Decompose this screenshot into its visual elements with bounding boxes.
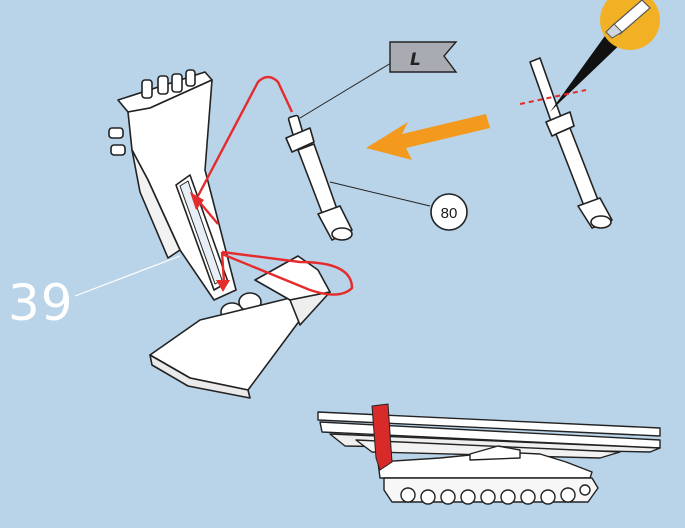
bridge-tank-model [318,412,660,504]
direction-arrow-icon [366,114,490,160]
peg-part [286,115,352,240]
highlight-band [372,404,392,470]
callout-leader-line [330,182,430,206]
step-leader-line [75,256,180,296]
flag-letter: L [410,50,421,70]
part-number: 80 [441,205,458,222]
flag-leader-line [300,60,396,118]
flag-icon [390,42,456,72]
